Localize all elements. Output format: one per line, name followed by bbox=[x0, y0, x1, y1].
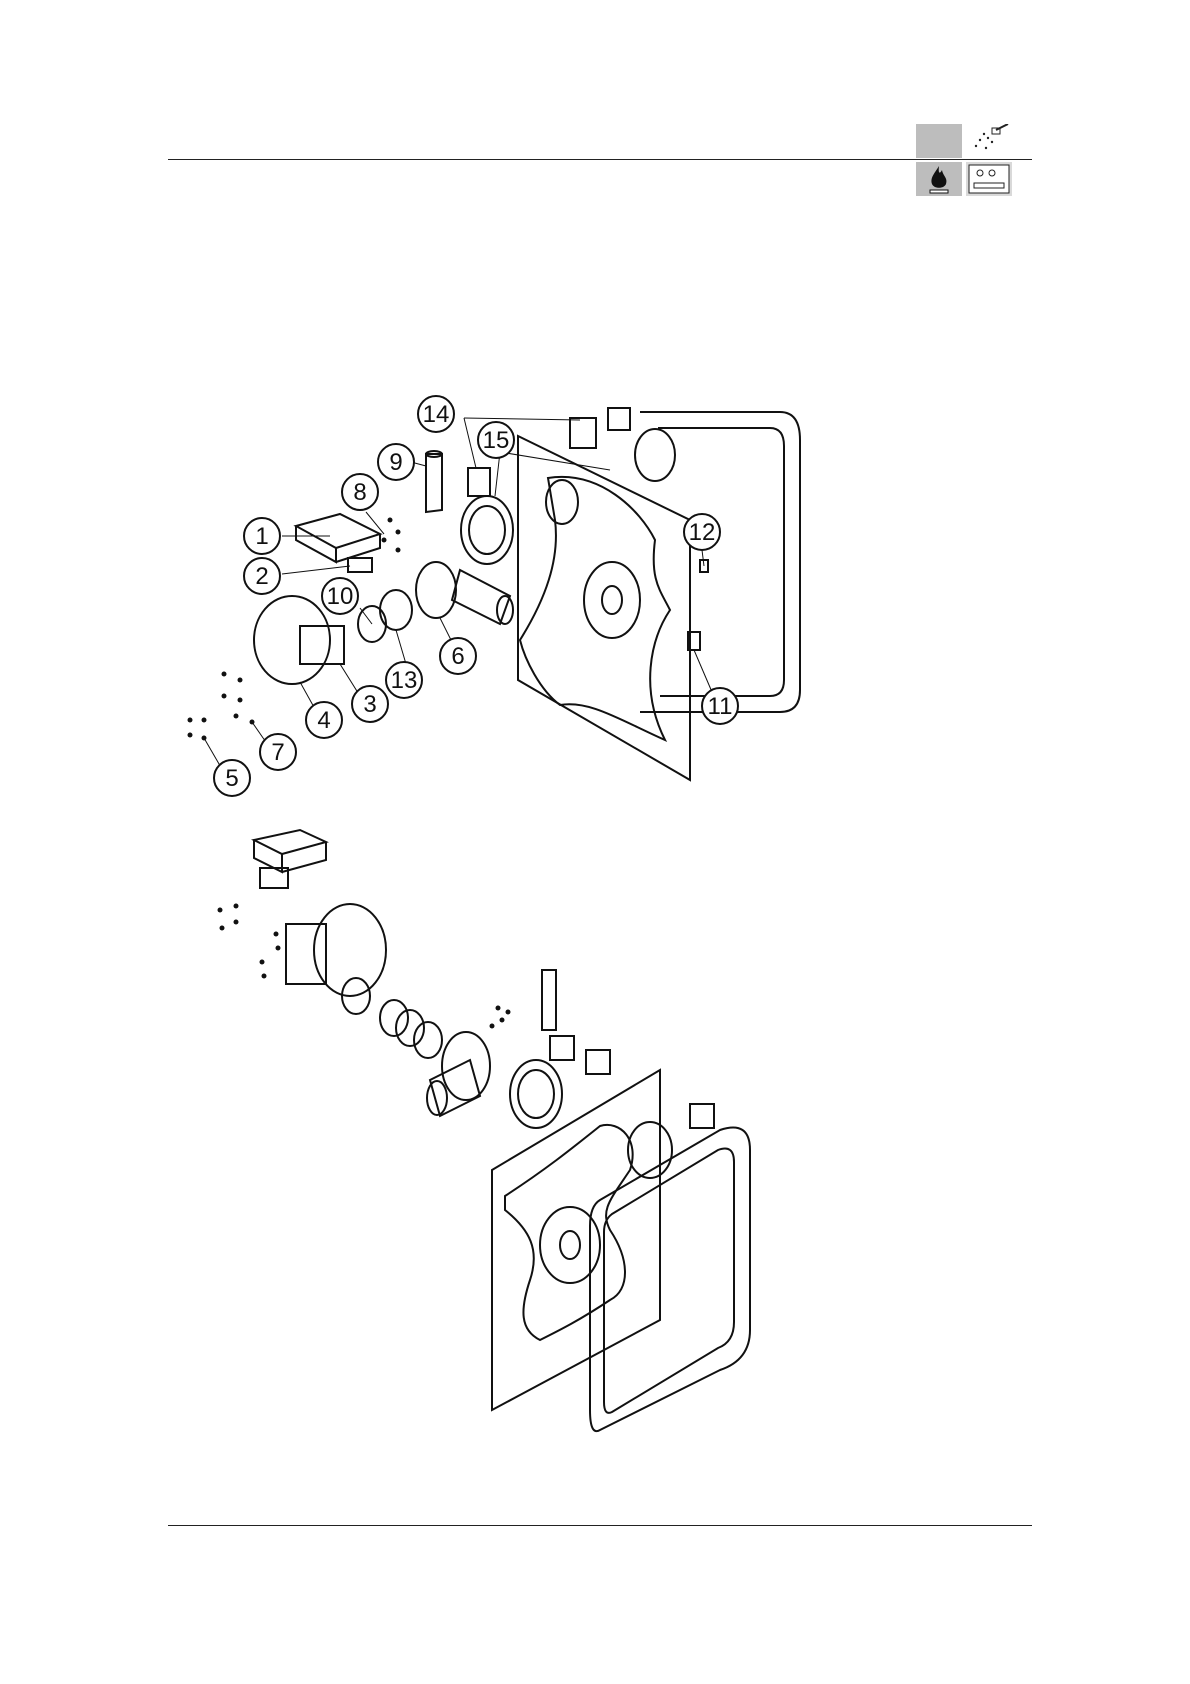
callout-label: 4 bbox=[317, 707, 330, 734]
frame-ring bbox=[635, 429, 675, 481]
inlet-pipe-9 bbox=[426, 454, 442, 512]
callout-7: 7 bbox=[260, 734, 296, 770]
callout-label: 14 bbox=[423, 401, 450, 428]
burner-flange-lower bbox=[442, 1032, 490, 1100]
callout-label: 6 bbox=[451, 643, 464, 670]
gas-valve-3 bbox=[300, 626, 344, 664]
callout-label: 2 bbox=[255, 563, 268, 590]
callout-9: 9 bbox=[378, 444, 414, 480]
mounting-plate-lower bbox=[492, 1070, 660, 1410]
square-gasket-14 bbox=[468, 468, 490, 496]
callout-5: 5 bbox=[214, 760, 250, 796]
frame-lower bbox=[590, 1128, 750, 1432]
callout-6: 6 bbox=[440, 638, 476, 674]
callout-label: 8 bbox=[353, 479, 366, 506]
bracket-2 bbox=[348, 558, 372, 572]
blower-lower bbox=[314, 904, 386, 996]
callout-label: 5 bbox=[225, 765, 238, 792]
callout-8: 8 bbox=[342, 474, 378, 510]
callout-label: 7 bbox=[271, 739, 284, 766]
callout-4: 4 bbox=[306, 702, 342, 738]
plate-star-gasket bbox=[520, 477, 670, 740]
callout-label: 3 bbox=[363, 691, 376, 718]
callout-label: 1 bbox=[255, 523, 268, 550]
callout-2: 2 bbox=[244, 558, 280, 594]
callout-1: 1 bbox=[244, 518, 280, 554]
burner-flange-6 bbox=[416, 562, 456, 618]
callout-label: 10 bbox=[327, 583, 354, 610]
burner-tube-lower bbox=[430, 1060, 480, 1116]
callout-15: 15 bbox=[478, 422, 514, 458]
callout-label: 12 bbox=[689, 519, 716, 546]
callout-3: 3 bbox=[352, 686, 388, 722]
callout-label: 13 bbox=[391, 667, 418, 694]
lower-assembly bbox=[254, 830, 750, 1431]
callout-label: 11 bbox=[708, 693, 733, 720]
callout-10: 10 bbox=[322, 578, 358, 614]
callout-label: 9 bbox=[389, 449, 402, 476]
control-box-lower bbox=[254, 830, 326, 854]
square-gasket-14b bbox=[570, 418, 596, 448]
gasket-13 bbox=[380, 590, 412, 630]
frame-tube bbox=[640, 412, 800, 712]
callout-14: 14 bbox=[418, 396, 454, 432]
callout-11: 11 bbox=[702, 688, 738, 724]
gasket-lower-b bbox=[380, 1000, 408, 1036]
square-gasket-lower bbox=[550, 1036, 574, 1060]
blower-4 bbox=[254, 596, 330, 684]
inlet-pipe-lower bbox=[542, 970, 556, 1030]
callout-label: 15 bbox=[483, 427, 510, 454]
callout-13: 13 bbox=[386, 662, 422, 698]
frame-flange bbox=[608, 408, 630, 430]
control-box-1 bbox=[296, 514, 380, 548]
callout-12: 12 bbox=[684, 514, 720, 550]
